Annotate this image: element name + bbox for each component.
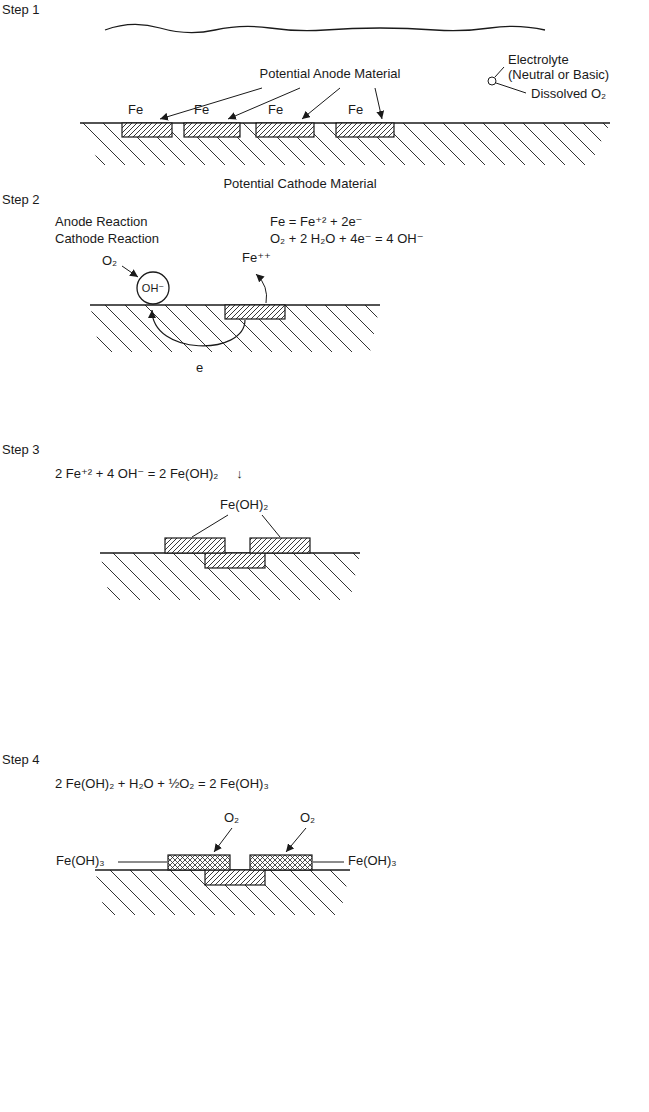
oxygen-label: O₂ [102, 253, 117, 268]
material-label: Potential Anode Material [260, 66, 401, 81]
reaction-equation: Fe = Fe⁺² + 2e⁻ [270, 214, 363, 229]
leader-line [495, 67, 504, 77]
step-heading: Step 1 [2, 2, 40, 17]
reaction-name: Anode Reaction [55, 214, 148, 229]
reaction-equation: 2 Fe⁺² + 4 OH⁻ = 2 Fe(OH)₂ [55, 466, 218, 481]
iron-label: Fe [194, 102, 209, 117]
leader-line [192, 515, 228, 537]
step-heading: Step 3 [2, 442, 40, 457]
electrolyte-label: Electrolyte (Neutral or Basic) [508, 52, 614, 82]
leader-line [313, 862, 344, 863]
anode-site [205, 870, 265, 885]
leader-line [496, 83, 526, 93]
step4-figure [95, 828, 350, 915]
pointer-arrow [160, 88, 262, 119]
metal-ground [100, 553, 360, 600]
step1-figure [80, 24, 610, 165]
electron-label: e [196, 360, 203, 375]
oxygen-label: Dissolved O₂ [531, 86, 606, 101]
electrolyte-surface [105, 24, 545, 32]
oxygen-label: O₂ [300, 810, 315, 825]
anode-site [184, 123, 240, 137]
anode-site [336, 123, 394, 137]
oxygen-bubble [488, 77, 496, 85]
oxygen-arrow [214, 828, 232, 852]
leader-line [118, 862, 167, 863]
hydroxide-circle: OH⁻ [136, 271, 170, 305]
metal-ground [80, 123, 610, 165]
rust-deposit [168, 855, 230, 870]
anode-site [256, 123, 314, 137]
metal-ground [90, 305, 380, 352]
iron-label: Fe [128, 102, 143, 117]
reaction-name: Cathode Reaction [55, 231, 159, 246]
circle-outline [137, 272, 169, 304]
ion-arrow [256, 274, 267, 303]
iron-label: Fe [348, 102, 363, 117]
step-heading: Step 4 [2, 752, 40, 767]
deposit-label: Fe(OH)₃ [348, 853, 397, 868]
electron-flow [152, 310, 245, 346]
oxygen-arrow [286, 828, 306, 852]
ion-label: Fe⁺⁺ [242, 250, 271, 265]
hydroxide-deposit [165, 538, 225, 553]
ion-label: OH⁻ [142, 282, 164, 295]
rust-deposit [250, 855, 312, 870]
anode-site [225, 305, 285, 319]
reaction-equation: 2 Fe(OH)₂ + H₂O + ½O₂ = 2 Fe(OH)₃ [55, 776, 269, 791]
iron-label: Fe [268, 102, 283, 117]
pointer-arrow [375, 88, 382, 119]
oxygen-label: O₂ [224, 810, 239, 825]
anode-site [122, 123, 172, 137]
hydroxide-deposit [250, 538, 310, 553]
reaction-equation: O₂ + 2 H₂O + 4e⁻ = 4 OH⁻ [270, 231, 424, 246]
material-label: Potential Cathode Material [223, 176, 376, 191]
precipitate-mark: ↓ [236, 466, 243, 481]
step2-figure [90, 266, 380, 352]
step3-figure [100, 515, 360, 600]
leader-line [262, 515, 280, 537]
oxygen-arrow [122, 266, 138, 277]
deposit-label: Fe(OH)₃ [56, 853, 105, 868]
anode-site [205, 553, 265, 568]
pointer-arrow [302, 88, 340, 119]
step-heading: Step 2 [2, 192, 40, 207]
pointer-arrow [228, 88, 300, 119]
metal-ground [95, 870, 350, 915]
deposit-label: Fe(OH)₂ [220, 497, 268, 512]
